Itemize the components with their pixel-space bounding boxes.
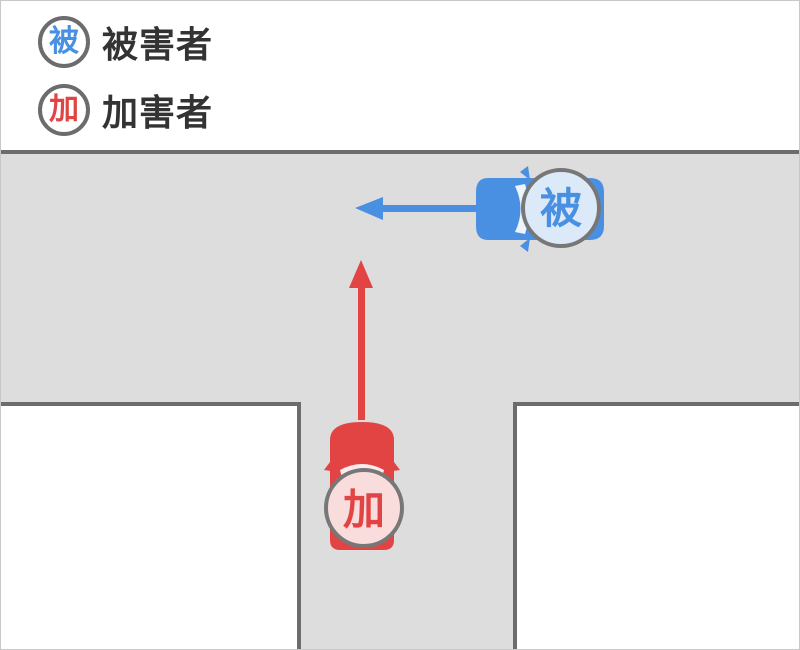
legend-perpetrator: 加 加害者: [38, 84, 213, 136]
road-edge-bottom-left: [1, 402, 301, 649]
legend-victim: 被 被害者: [38, 16, 213, 68]
victim-car-badge: 被: [540, 184, 582, 233]
victim-path-arrow-icon: [355, 197, 482, 220]
victim-car-icon: [476, 166, 604, 252]
victim-label: 被害者: [102, 25, 214, 66]
road-edge-bottom-right: [513, 402, 799, 649]
victim-badge-icon: 被: [38, 16, 90, 68]
perpetrator-path-arrow-icon: [349, 260, 373, 420]
main-road: [1, 152, 799, 404]
perpetrator-car-badge: 加: [343, 485, 385, 534]
perpetrator-car-icon: [324, 422, 404, 550]
perpetrator-label: 加害者: [102, 93, 214, 134]
perpetrator-badge-icon: 加: [38, 84, 90, 136]
